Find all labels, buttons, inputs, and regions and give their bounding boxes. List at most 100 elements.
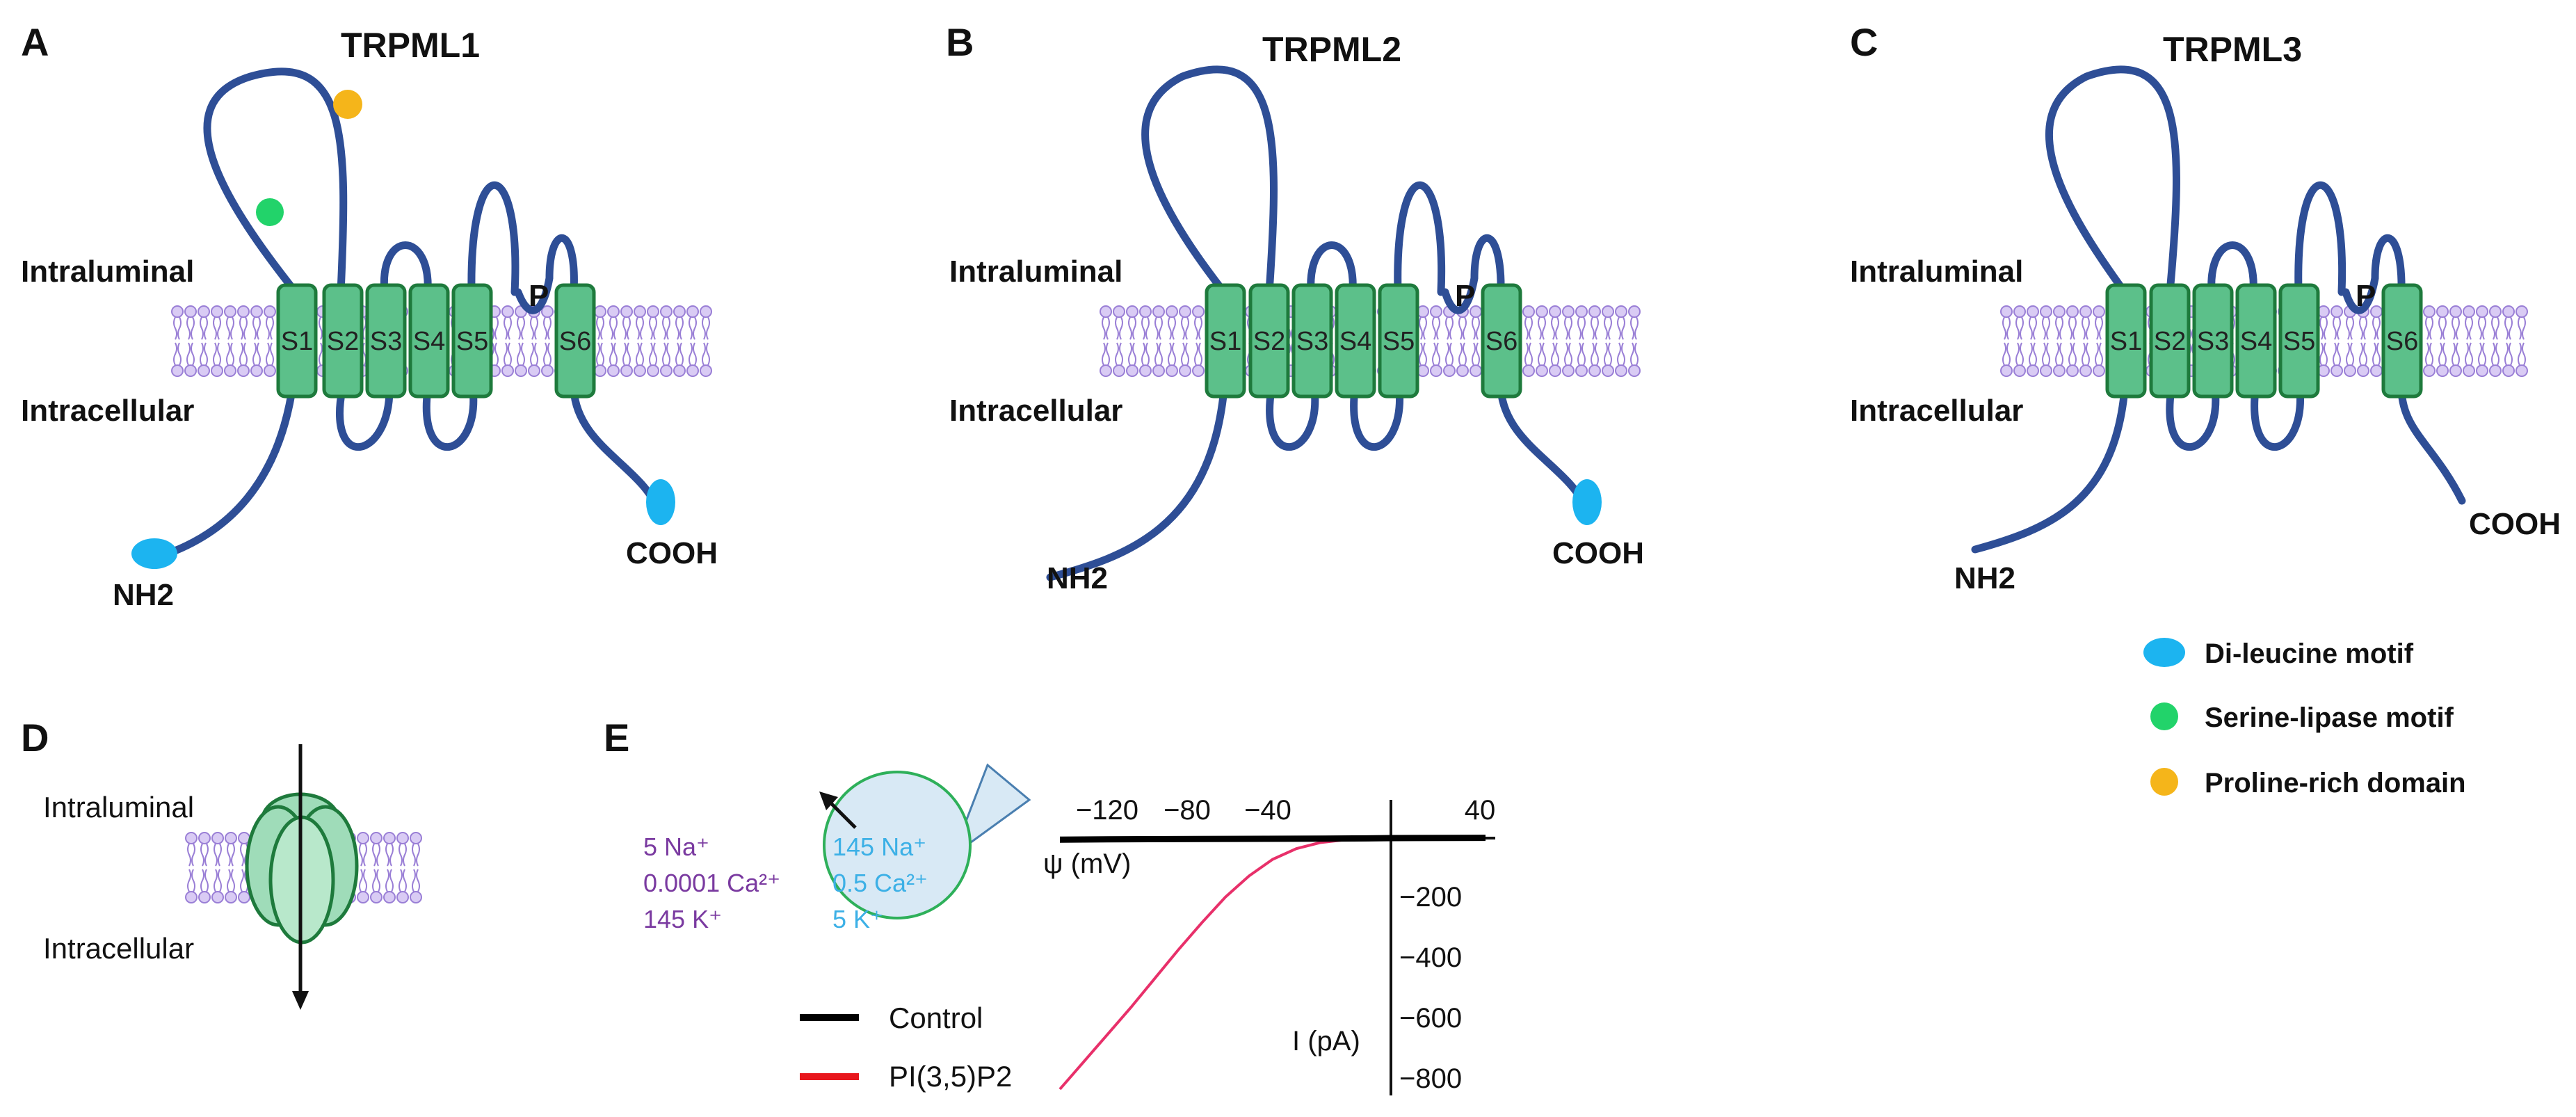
lipid-head	[370, 869, 383, 903]
lipid-head	[528, 342, 540, 377]
panel-c-cooh-label: COOH	[2469, 507, 2561, 541]
lipid-head	[686, 305, 699, 340]
extraction-arrow	[826, 798, 857, 829]
lipid-head	[357, 832, 369, 867]
lipid-head	[647, 305, 659, 340]
lipid-head	[515, 305, 527, 340]
lipid-head	[1113, 342, 1125, 377]
lipid-head	[1615, 305, 1627, 340]
inside-ion-na: 145 Na⁺	[832, 833, 926, 861]
lipid-head	[2079, 342, 2092, 377]
lipid-head	[1628, 342, 1641, 377]
panel-b-helices: S1 S2 S3 S4 S5 S6	[1205, 283, 1522, 399]
x-tick-label-80: −80	[1164, 795, 1211, 826]
lipid-head	[620, 342, 633, 377]
lipid-head	[607, 342, 620, 377]
segment-label-s3: S3	[2197, 327, 2229, 356]
panel-letter-e: E	[604, 716, 629, 760]
motif-legend: Di-leucine motif Serine-lipase motif Pro…	[2143, 638, 2466, 798]
patched-vacuole	[823, 771, 972, 919]
lipid-head	[660, 342, 673, 377]
lipid-head	[1562, 342, 1575, 377]
panel-e: E 5 Na⁺ 0.0001 Ca²⁺ 145 K⁺ 145 Na⁺ 0.5 C…	[604, 716, 1495, 1095]
lipid-head	[1588, 342, 1601, 377]
lipid-head	[2000, 305, 2013, 340]
lipid-head	[224, 342, 236, 377]
segment-label-s1: S1	[281, 327, 313, 356]
lipid-head	[620, 305, 633, 340]
x-tick-label-pos40: 40	[1465, 795, 1496, 826]
outside-ion-k: 145 K⁺	[643, 905, 722, 933]
panel-a-pore-label: P	[529, 279, 549, 313]
lipid-head	[2331, 305, 2343, 340]
panel-letter-c: C	[1850, 20, 1878, 64]
lipid-head	[1443, 342, 1456, 377]
x-tick-label-40: −40	[1244, 795, 1291, 826]
lipid-head	[250, 305, 263, 340]
panel-a-protein-chain	[156, 67, 661, 561]
lipid-head	[383, 832, 396, 867]
lipid-head	[541, 342, 554, 377]
segment-label-s5: S5	[1383, 327, 1415, 356]
lipid-head	[383, 869, 396, 903]
lipid-head	[198, 869, 211, 903]
lipid-head	[198, 342, 210, 377]
lipid-head	[673, 342, 686, 377]
lipid-head	[2027, 342, 2039, 377]
lipid-head	[198, 305, 210, 340]
panel-c-helices: S1 S2 S3 S4 S5 S6	[2105, 283, 2423, 399]
inside-ion-ca: 0.5 Ca²⁺	[832, 869, 928, 897]
lipid-head	[224, 305, 236, 340]
lipid-head	[1562, 305, 1575, 340]
outside-ion-na: 5 Na⁺	[643, 833, 709, 861]
channel-tetramer	[245, 792, 359, 945]
lipid-head	[1549, 342, 1561, 377]
lipid-head	[171, 342, 184, 377]
patch-pipette	[950, 763, 1031, 859]
segment-label-s6: S6	[1486, 327, 1518, 356]
lipid-head	[2053, 342, 2066, 377]
segment-label-s4: S4	[2240, 327, 2272, 356]
legend-serine-lipase-label: Serine-lipase motif	[2205, 702, 2454, 733]
lipid-head	[1179, 342, 1191, 377]
lipid-head	[1126, 305, 1138, 340]
segment-label-s2: S2	[2154, 327, 2186, 356]
panel-c-nh2-label: NH2	[1954, 561, 2015, 595]
lipid-head	[1139, 342, 1152, 377]
lipid-head	[1113, 305, 1125, 340]
panel-a-cooh-label: COOH	[626, 536, 718, 570]
lipid-head	[2489, 342, 2502, 377]
lipid-head	[1430, 342, 1442, 377]
panel-b-cooh-label: COOH	[1552, 536, 1644, 570]
serine-lipase-legend-swatch	[2150, 702, 2178, 730]
lipid-head	[396, 832, 409, 867]
y-tick-label-400: −400	[1399, 942, 1462, 973]
panel-a-title: TRPML1	[341, 26, 480, 65]
panel-a-serine-lipase-motif	[256, 198, 284, 226]
lipid-head	[1152, 342, 1165, 377]
legend-control-label: Control	[889, 1002, 983, 1034]
lipid-head	[2066, 305, 2079, 340]
lipid-head	[171, 305, 184, 340]
panel-b-nh2-label: NH2	[1047, 561, 1108, 595]
panel-letter-b: B	[946, 20, 974, 64]
segment-label-s4: S4	[1339, 327, 1371, 356]
lipid-head	[1615, 342, 1627, 377]
lipid-head	[2040, 342, 2052, 377]
panel-b-title: TRPML2	[1262, 30, 1401, 69]
lipid-head	[2436, 342, 2449, 377]
lipid-head	[250, 342, 263, 377]
lipid-head	[2093, 342, 2105, 377]
segment-label-s2: S2	[1253, 327, 1285, 356]
lipid-head	[1536, 342, 1548, 377]
segment-label-s2: S2	[327, 327, 359, 356]
lipid-head	[211, 305, 223, 340]
lipid-head	[686, 342, 699, 377]
segment-label-s5: S5	[2283, 327, 2315, 356]
legend-proline-rich-label: Proline-rich domain	[2205, 768, 2466, 798]
lipid-head	[2344, 342, 2356, 377]
proline-rich-legend-swatch	[2150, 768, 2178, 796]
panel-c-intraluminal-label: Intraluminal	[1850, 255, 2023, 289]
lipid-head	[1522, 342, 1535, 377]
